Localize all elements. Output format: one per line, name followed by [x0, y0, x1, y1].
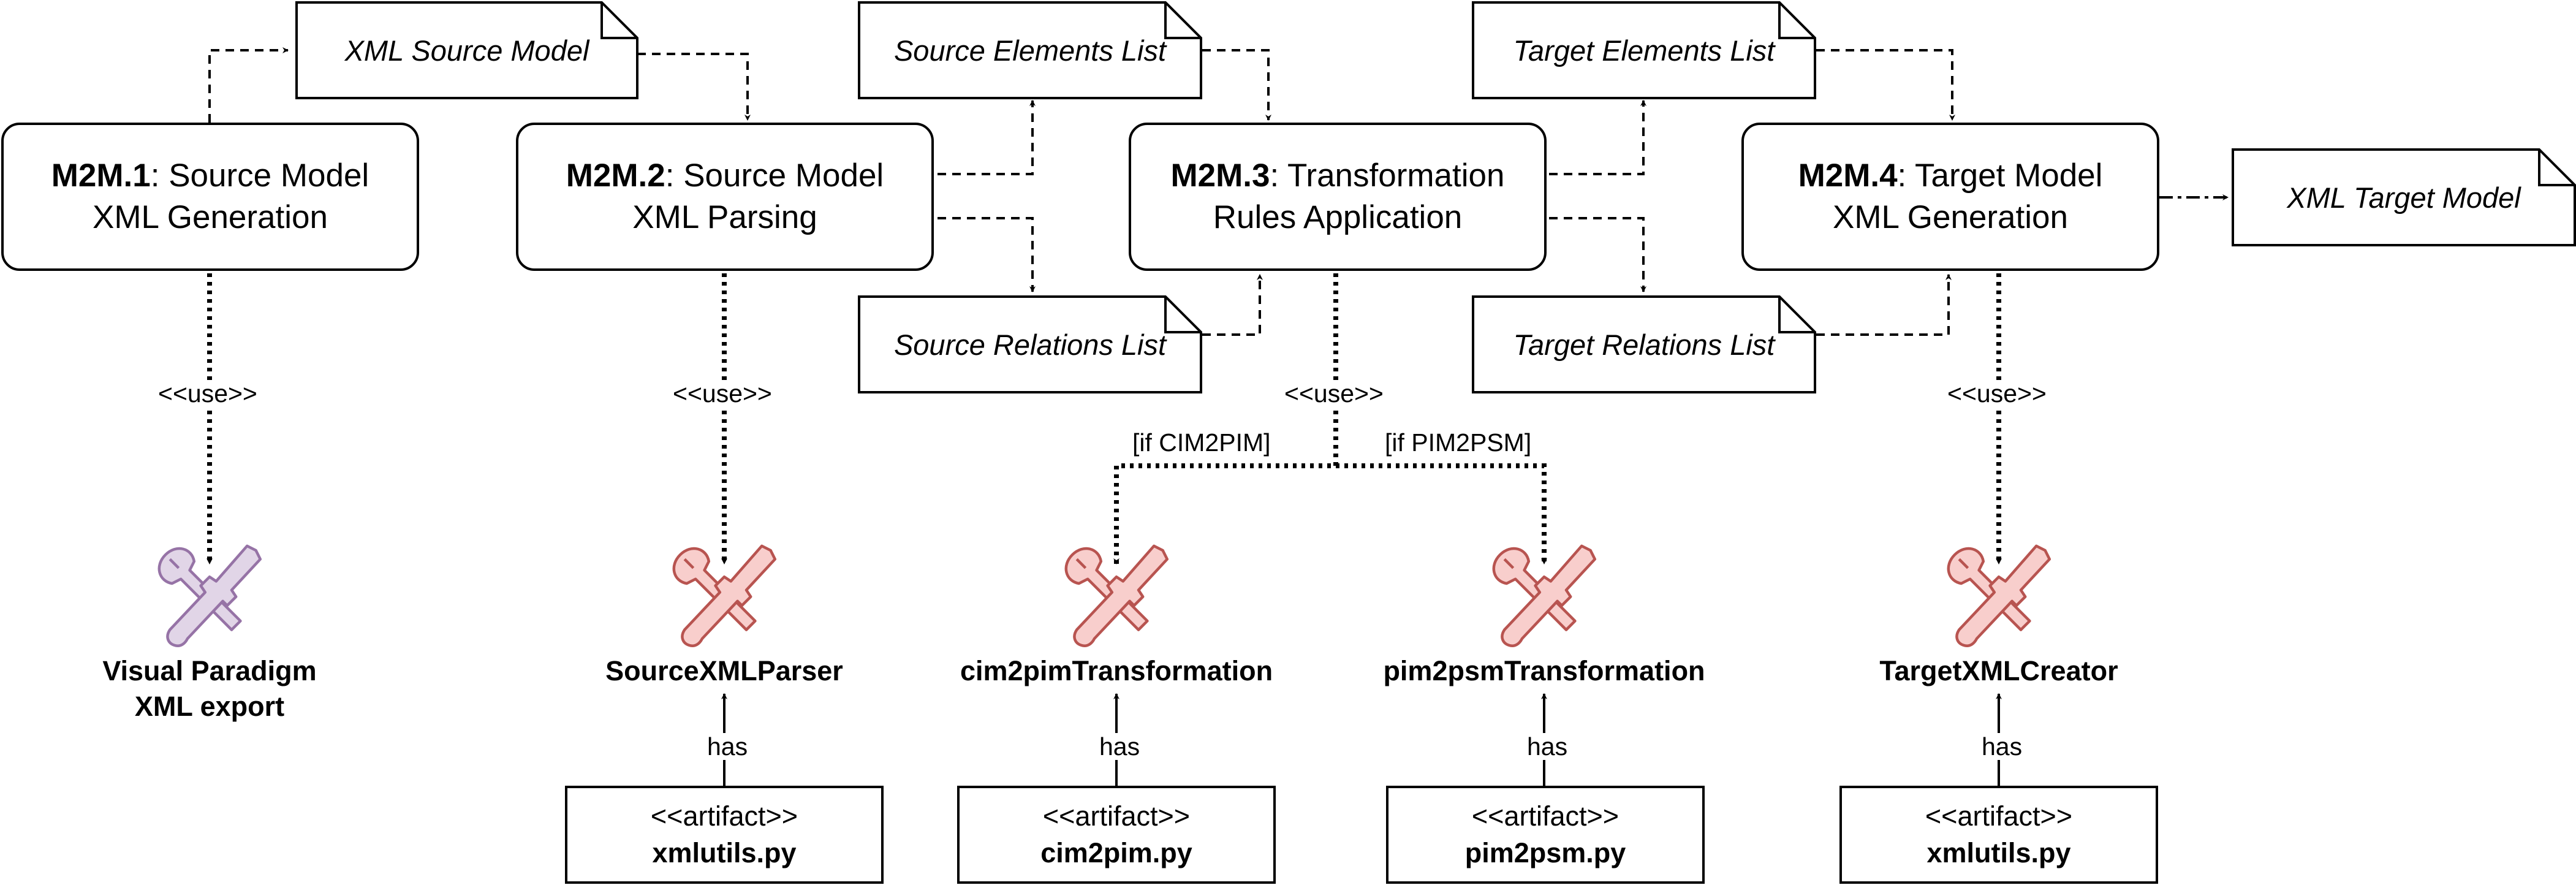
process-m2m4-line2: XML Generation: [1833, 199, 2068, 235]
artifact-stereotype: <<artifact>>: [650, 800, 798, 832]
flow-source-relations-to-m2m3: [1202, 274, 1263, 336]
wrench-icon: [1947, 547, 2031, 631]
screwdriver-icon: [1955, 544, 2051, 647]
process-m2m1-line1: M2M.1: Source Model: [51, 158, 369, 194]
note-source-elements-list[interactable]: Source Elements List: [858, 1, 1202, 99]
tool-label-line1: Visual Paradigm: [102, 655, 317, 686]
use-m2m3-pim2psm: [1336, 463, 1547, 564]
note-shape: [858, 1, 1202, 99]
wrench-icon: [1064, 547, 1149, 631]
note-xml-target-model[interactable]: XML Target Model: [2232, 148, 2576, 246]
flow-m2m3-to-target-elements: [1549, 100, 1646, 175]
has-label-source-xml-parser: has: [706, 732, 749, 761]
artifact-stereotype: <<artifact>>: [1925, 800, 2073, 832]
flow-source-elements-to-m2m3: [1202, 49, 1271, 121]
guard-label-cim2pim: [if CIM2PIM]: [1132, 428, 1271, 457]
tool-label-source-xml-parser: SourceXMLParser: [605, 655, 843, 686]
use-label-m2m4: <<use>>: [1946, 379, 2048, 408]
guard-label-pim2psm: [if PIM2PSM]: [1385, 428, 1532, 457]
tool-icon-source-xml-parser[interactable]: [669, 539, 779, 650]
note-shape: [295, 1, 638, 99]
process-m2m4[interactable]: M2M.4: Target Model XML Generation: [1741, 123, 2159, 271]
process-m2m3[interactable]: M2M.3: Transformation Rules Application: [1129, 123, 1547, 271]
process-m2m3-line1: M2M.3: Transformation: [1170, 158, 1505, 194]
flow-m2m3-to-target-relations: [1549, 217, 1646, 292]
note-label: XML Target Model: [2287, 181, 2521, 214]
process-m2m1[interactable]: M2M.1: Source Model XML Generation: [1, 123, 419, 271]
flow-m2m1-to-xml-source: [208, 47, 289, 123]
process-m2m2-line2: XML Parsing: [632, 199, 817, 235]
flow-target-relations-to-m2m4: [1816, 274, 1952, 336]
artifact-name: pim2psm.py: [1464, 837, 1626, 868]
note-shape: [1472, 295, 1816, 393]
flow-m2m2-to-source-elements: [938, 100, 1036, 175]
note-label: Source Relations List: [893, 328, 1167, 361]
artifact-xmlutils-source[interactable]: <<artifact>> xmlutils.py: [565, 786, 884, 884]
note-target-elements-list[interactable]: Target Elements List: [1472, 1, 1816, 99]
tool-icon-visual-paradigm[interactable]: [154, 539, 265, 650]
screwdriver-icon: [166, 544, 262, 647]
artifact-cim2pim[interactable]: <<artifact>> cim2pim.py: [957, 786, 1276, 884]
note-target-relations-list[interactable]: Target Relations List: [1472, 295, 1816, 393]
artifact-stereotype: <<artifact>>: [1471, 800, 1619, 832]
note-label: Target Elements List: [1513, 34, 1775, 67]
use-label-m2m3: <<use>>: [1283, 379, 1385, 408]
screwdriver-icon: [1073, 544, 1169, 647]
tool-icon-target-xml-creator[interactable]: [1944, 539, 2054, 650]
artifact-name: xmlutils.py: [652, 837, 797, 868]
process-m2m1-line2: XML Generation: [93, 199, 328, 235]
flow-target-elements-to-m2m4: [1816, 49, 1955, 121]
artifact-stereotype: <<artifact>>: [1042, 800, 1191, 832]
note-xml-source-model[interactable]: XML Source Model: [295, 1, 638, 99]
artifact-xmlutils-target[interactable]: <<artifact>> xmlutils.py: [1839, 786, 2158, 884]
process-m2m3-line2: Rules Application: [1213, 199, 1463, 235]
tool-label-cim2pim: cim2pimTransformation: [960, 655, 1273, 686]
has-label-pim2psm: has: [1526, 732, 1569, 761]
tool-label-line2: XML export: [134, 691, 285, 722]
has-label-cim2pim: has: [1098, 732, 1142, 761]
screwdriver-icon: [681, 544, 777, 647]
process-m2m4-line1: M2M.4: Target Model: [1798, 158, 2103, 194]
note-label: XML Source Model: [344, 34, 589, 67]
screwdriver-icon: [1501, 544, 1597, 647]
wrench-icon: [1492, 547, 1577, 631]
artifact-pim2psm[interactable]: <<artifact>> pim2psm.py: [1386, 786, 1705, 884]
use-label-m2m2: <<use>>: [672, 379, 773, 408]
tool-label-target-xml-creator: TargetXMLCreator: [1879, 655, 2118, 686]
tool-label-visual-paradigm: Visual Paradigm XML export: [69, 653, 350, 724]
note-shape: [2232, 148, 2576, 246]
artifact-name: cim2pim.py: [1040, 837, 1192, 868]
note-source-relations-list[interactable]: Source Relations List: [858, 295, 1202, 393]
wrench-icon: [672, 547, 757, 631]
note-label: Source Elements List: [893, 34, 1167, 67]
use-label-m2m1: <<use>>: [157, 379, 259, 408]
tool-icon-pim2psm[interactable]: [1489, 539, 1599, 650]
note-shape: [1472, 1, 1816, 99]
wrench-icon: [157, 547, 242, 631]
tool-label-pim2psm: pim2psmTransformation: [1383, 655, 1705, 686]
has-label-target-xml-creator: has: [1980, 732, 2024, 761]
flow-m2m2-to-source-relations: [938, 217, 1036, 292]
artifact-name: xmlutils.py: [1926, 837, 2071, 868]
note-label: Target Relations List: [1513, 328, 1775, 361]
process-m2m2[interactable]: M2M.2: Source Model XML Parsing: [516, 123, 934, 271]
note-shape: [858, 295, 1202, 393]
process-m2m2-line1: M2M.2: Source Model: [566, 158, 884, 194]
use-m2m3-cim2pim: [1113, 273, 1338, 564]
tool-icon-cim2pim[interactable]: [1061, 539, 1172, 650]
flow-xml-source-to-m2m2: [637, 53, 751, 121]
